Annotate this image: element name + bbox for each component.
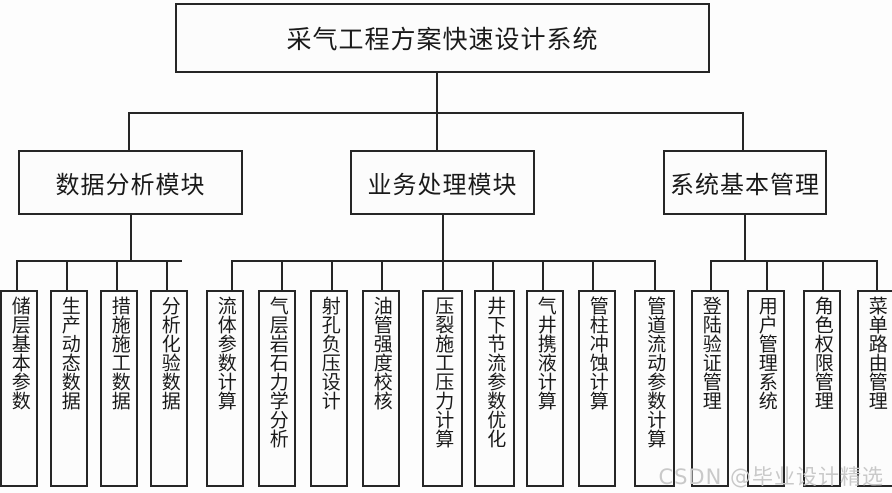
connector-leaf-stem-1 xyxy=(16,260,18,290)
leaf-node-3[interactable]: 措施施工数据 xyxy=(100,290,138,487)
leaf-node-label: 角色权限管理 xyxy=(811,296,834,410)
connector-leaf-stem-9 xyxy=(442,260,444,290)
leaf-node-label: 流体参数计算 xyxy=(214,296,237,410)
connector-group3-bus xyxy=(710,260,878,262)
leaf-node-label: 用户管理系统 xyxy=(755,296,778,410)
connector-leaf-stem-4 xyxy=(166,260,168,290)
leaf-node-4[interactable]: 分析化验数据 xyxy=(150,290,188,487)
connector-group-stem-1 xyxy=(128,112,130,152)
connector-leaf-stem-5 xyxy=(231,260,233,290)
connector-leaf-stem-10 xyxy=(492,260,494,290)
leaf-node-12[interactable]: 管柱冲蚀计算 xyxy=(578,290,616,487)
connector-leaf-stem-16 xyxy=(822,260,824,290)
connector-leaf-stem-2 xyxy=(66,260,68,290)
group-node-label: 数据分析模块 xyxy=(55,171,206,199)
leaf-node-label: 管柱冲蚀计算 xyxy=(586,296,609,410)
connector-leaf-stem-17 xyxy=(876,260,878,290)
leaf-node-7[interactable]: 射孔负压设计 xyxy=(310,290,348,487)
leaf-node-9[interactable]: 压裂施工压力计算 xyxy=(422,290,463,487)
leaf-node-label: 气井携液计算 xyxy=(534,296,557,410)
connector-leaf-stem-3 xyxy=(116,260,118,290)
leaf-node-label: 管道流动参数计算 xyxy=(644,296,667,448)
connector-leaf-stem-6 xyxy=(281,260,283,290)
leaf-node-5[interactable]: 流体参数计算 xyxy=(206,290,244,487)
leaf-node-10[interactable]: 井下节流参数优化 xyxy=(474,290,515,487)
leaf-node-label: 分析化验数据 xyxy=(158,296,181,410)
connector-leaf-stem-11 xyxy=(542,260,544,290)
root-node-label: 采气工程方案快速设计系统 xyxy=(286,25,599,54)
leaf-node-label: 井下节流参数优化 xyxy=(484,296,507,448)
root-node[interactable]: 采气工程方案快速设计系统 xyxy=(175,3,710,73)
leaf-node-label: 油管强度校核 xyxy=(370,296,393,410)
leaf-node-label: 措施施工数据 xyxy=(108,296,131,410)
leaf-node-14[interactable]: 登陆验证管理 xyxy=(691,290,729,487)
leaf-node-label: 菜单路由管理 xyxy=(865,296,888,410)
connector-group1-stem xyxy=(130,215,132,262)
leaf-node-11[interactable]: 气井携液计算 xyxy=(526,290,564,487)
connector-leaf-stem-8 xyxy=(381,260,383,290)
connector-root-stem xyxy=(436,73,438,114)
connector-group1-bus xyxy=(16,260,182,262)
connector-leaf-stem-14 xyxy=(710,260,712,290)
group-node-system-management[interactable]: 系统基本管理 xyxy=(663,150,827,215)
group-node-business-processing[interactable]: 业务处理模块 xyxy=(350,150,535,215)
connector-group3-stem xyxy=(744,215,746,262)
leaf-node-label: 气层岩石力学分析 xyxy=(266,296,289,448)
leaf-node-label: 储层基本参数 xyxy=(8,296,31,410)
group-node-label: 业务处理模块 xyxy=(367,171,518,199)
leaf-node-label: 射孔负压设计 xyxy=(318,296,341,410)
connector-leaf-stem-7 xyxy=(331,260,333,290)
leaf-node-label: 压裂施工压力计算 xyxy=(432,296,455,448)
connector-group2-stem xyxy=(442,215,444,262)
leaf-node-label: 登陆验证管理 xyxy=(699,296,722,410)
leaf-node-1[interactable]: 储层基本参数 xyxy=(0,290,38,487)
connector-leaf-stem-15 xyxy=(766,260,768,290)
leaf-node-label: 生产动态数据 xyxy=(58,296,81,410)
connector-group-stem-2 xyxy=(436,112,438,152)
connector-leaf-stem-13 xyxy=(654,260,656,290)
leaf-node-6[interactable]: 气层岩石力学分析 xyxy=(258,290,296,487)
connector-group-stem-3 xyxy=(742,112,744,152)
leaf-node-2[interactable]: 生产动态数据 xyxy=(50,290,88,487)
leaf-node-13[interactable]: 管道流动参数计算 xyxy=(634,290,675,487)
group-node-label: 系统基本管理 xyxy=(670,171,820,199)
leaf-node-16[interactable]: 角色权限管理 xyxy=(803,290,841,487)
group-node-data-analysis[interactable]: 数据分析模块 xyxy=(18,150,243,215)
leaf-node-8[interactable]: 油管强度校核 xyxy=(362,290,400,487)
leaf-node-15[interactable]: 用户管理系统 xyxy=(747,290,785,487)
connector-leaf-stem-12 xyxy=(592,260,594,290)
leaf-node-17[interactable]: 菜单路由管理 xyxy=(857,290,892,487)
